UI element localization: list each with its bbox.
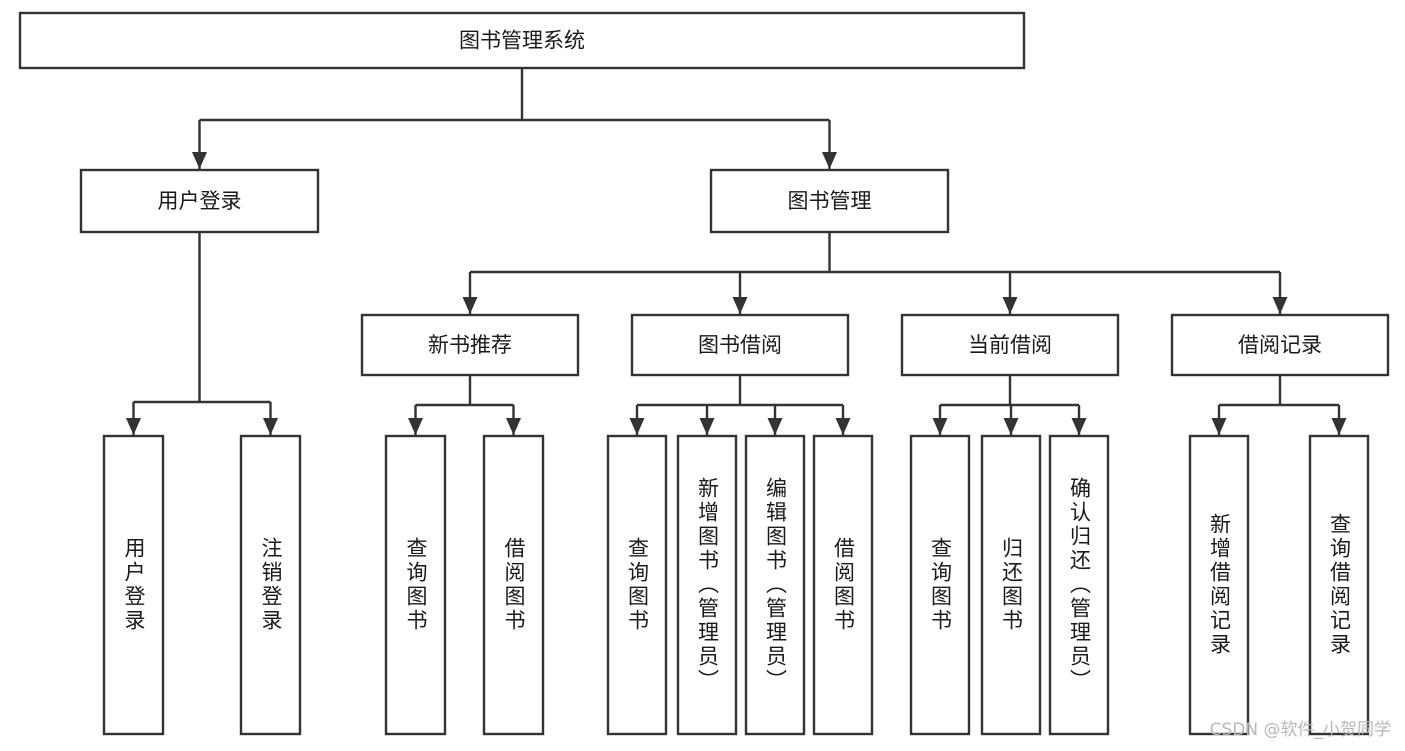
leaf-label-7: 借阅图书 [831, 537, 856, 633]
login-branch-arrow-0 [126, 418, 141, 435]
leaf-label-9: 归还图书 [999, 537, 1024, 633]
book-branch-arrow-2 [1002, 297, 1018, 314]
leaf-box-3[interactable] [482, 434, 545, 736]
leaf-label-wrap-4: 查询图书 [608, 436, 666, 734]
leaf-label-2: 查询图书 [404, 537, 428, 633]
leaf-label-11: 新增借阅记录 [1207, 513, 1232, 657]
newbook-branch-arrow-0 [408, 418, 423, 435]
level2-box-1[interactable] [709, 168, 950, 234]
leaf-label-12: 查询借阅记录 [1327, 513, 1352, 657]
newbook-branch-arrow-1 [506, 418, 521, 435]
level3-box-1[interactable] [630, 313, 850, 377]
leaf-label-4: 查询图书 [625, 537, 650, 633]
leaf-box-1[interactable] [239, 434, 302, 736]
root-branch-arrow-0 [192, 152, 207, 169]
level2-label-1: 图书管理 [788, 189, 872, 213]
root-label-0: 图书管理系统 [459, 29, 585, 53]
book-branch-arrow-0 [462, 297, 478, 314]
leaf-label-wrap-7: 借阅图书 [814, 436, 872, 734]
leaf-label-wrap-6: 编辑图书（管理员） [746, 436, 804, 734]
leaf-box-9[interactable] [980, 434, 1042, 736]
leaf-label-wrap-11: 新增借阅记录 [1190, 436, 1248, 734]
level3-label-0: 新书推荐 [428, 333, 512, 357]
leaf-box-5[interactable] [676, 434, 738, 736]
leaf-box-4[interactable] [606, 434, 668, 736]
root-branch-arrow-1 [822, 152, 837, 169]
leaf-label-wrap-2: 查询图书 [386, 436, 445, 734]
current-branch-arrow-1 [1003, 418, 1019, 435]
connector-layer [126, 68, 1347, 435]
level3-label-2: 当前借阅 [968, 333, 1052, 357]
book-branch-arrow-3 [1272, 297, 1288, 314]
leaf-box-11[interactable] [1188, 434, 1250, 736]
record-branch-arrow-0 [1211, 418, 1227, 435]
leaf-label-5: 新增图书（管理员） [695, 477, 720, 693]
leaf-label-wrap-5: 新增图书（管理员） [678, 436, 736, 734]
leaf-box-8[interactable] [909, 434, 971, 736]
borrow-branch-arrow-1 [699, 418, 715, 435]
leaf-label-wrap-8: 查询图书 [911, 436, 969, 734]
leaf-label-10: 确认归还（管理员） [1067, 477, 1092, 693]
borrow-branch-arrow-2 [767, 418, 783, 435]
book-branch-arrow-1 [732, 297, 748, 314]
level3-box-0[interactable] [360, 313, 580, 377]
leaf-label-6: 编辑图书（管理员） [763, 477, 788, 693]
current-branch-arrow-0 [932, 418, 948, 435]
leaf-label-wrap-0: 用户登录 [104, 436, 163, 734]
leaf-label-1: 注销登录 [259, 537, 283, 633]
leaf-label-wrap-10: 确认归还（管理员） [1050, 436, 1108, 734]
record-branch-arrow-1 [1331, 418, 1347, 435]
leaf-box-12[interactable] [1308, 434, 1370, 736]
level3-label-1: 图书借阅 [698, 333, 782, 357]
level3-box-3[interactable] [1170, 313, 1390, 377]
login-branch-arrow-1 [263, 418, 278, 435]
leaf-label-wrap-1: 注销登录 [241, 436, 300, 734]
level2-label-0: 用户登录 [158, 189, 242, 213]
leaf-box-0[interactable] [102, 434, 165, 736]
leaf-box-10[interactable] [1048, 434, 1110, 736]
borrow-branch-arrow-0 [629, 418, 645, 435]
leaf-label-0: 用户登录 [122, 537, 146, 633]
leaf-label-3: 借阅图书 [502, 537, 526, 633]
root-box-0[interactable] [18, 11, 1026, 70]
leaf-label-wrap-9: 归还图书 [982, 436, 1040, 734]
level3-box-2[interactable] [900, 313, 1120, 377]
current-branch-arrow-2 [1071, 418, 1087, 435]
level3-label-3: 借阅记录 [1238, 333, 1322, 357]
leaf-label-wrap-3: 借阅图书 [484, 436, 543, 734]
borrow-branch-arrow-3 [835, 418, 851, 435]
level2-box-0[interactable] [79, 168, 320, 234]
leaf-box-7[interactable] [812, 434, 874, 736]
leaf-box-6[interactable] [744, 434, 806, 736]
leaf-box-2[interactable] [384, 434, 447, 736]
leaf-label-wrap-12: 查询借阅记录 [1310, 436, 1368, 734]
leaf-label-8: 查询图书 [928, 537, 953, 633]
